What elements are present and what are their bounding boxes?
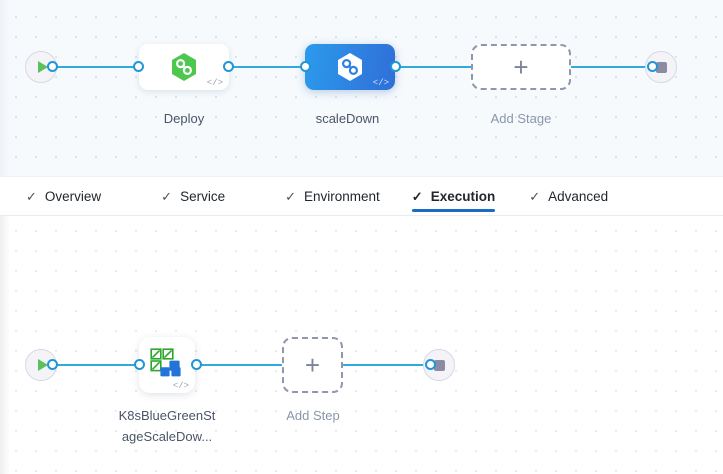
add-step-label: Add Step (286, 408, 340, 423)
plus-icon: + (513, 52, 529, 82)
stage-node-scaledown[interactable]: </> (305, 44, 395, 90)
check-icon: ✓ (411, 188, 423, 204)
execution-steps-canvas[interactable]: </> K8sBlueGreenSt ageScaleDow... + Add … (0, 216, 723, 474)
port-step-out[interactable] (191, 359, 202, 370)
port-steps-end-in[interactable] (425, 359, 436, 370)
step-label-line1: K8sBlueGreenSt (118, 408, 216, 423)
stage-node-deploy[interactable]: </> (139, 44, 229, 90)
check-icon: ✓ (285, 188, 296, 204)
tab-service[interactable]: ✓ Service (161, 177, 225, 215)
port-deploy-in[interactable] (133, 61, 144, 72)
tab-label-service: Service (180, 188, 226, 204)
stage-pipeline-canvas[interactable]: </> Deploy </> scaleDown + Add Stage (0, 0, 723, 176)
edge-deploy-to-scaledown (228, 66, 305, 68)
edge-start-to-step (48, 364, 140, 366)
tab-label-environment: Environment (304, 188, 380, 204)
stop-icon (655, 61, 667, 73)
harness-hexagon-white-icon (338, 53, 362, 81)
port-steps-start-out[interactable] (47, 359, 58, 370)
edge-step-to-addstep (196, 364, 282, 366)
tab-environment[interactable]: ✓ Environment (285, 177, 380, 215)
edge-addstage-to-end (570, 66, 652, 68)
port-scaledown-out[interactable] (390, 61, 401, 72)
stop-icon (433, 359, 445, 371)
tab-label-overview: Overview (44, 188, 102, 204)
edge-start-to-deploy (48, 66, 140, 68)
add-step-button[interactable]: + (282, 337, 343, 393)
add-stage-button[interactable]: + (471, 44, 571, 90)
port-step-in[interactable] (134, 359, 145, 370)
tab-execution[interactable]: ✓ Execution (411, 177, 496, 215)
step-node-k8s-bluegreen-scaledown[interactable]: </> (139, 337, 195, 393)
tab-overview[interactable]: ✓ Overview (26, 177, 101, 215)
step-label-line2: ageScaleDow... (121, 429, 213, 444)
play-icon (37, 359, 48, 371)
code-badge-icon: </> (372, 78, 389, 88)
stage-config-tabbar[interactable]: ✓ Overview ✓ Service ✓ Environment ✓ Exe… (0, 176, 723, 216)
port-scaledown-in[interactable] (300, 61, 311, 72)
edge-addstep-to-end (343, 364, 429, 366)
code-badge-icon: </> (172, 381, 189, 391)
k8s-bluegreen-squares-icon (150, 348, 181, 377)
stage-label-scaledown: scaleDown (315, 111, 380, 126)
tab-label-advanced: Advanced (548, 188, 609, 204)
port-deploy-out[interactable] (223, 61, 234, 72)
play-icon (37, 61, 48, 73)
plus-icon: + (304, 350, 321, 380)
code-badge-icon: </> (206, 78, 223, 88)
edge-scaledown-to-addstage (396, 66, 472, 68)
check-icon: ✓ (161, 188, 173, 204)
harness-hexagon-green-icon (172, 53, 196, 81)
tab-label-execution: Execution (430, 188, 496, 204)
add-stage-label: Add Stage (490, 111, 552, 126)
check-icon: ✓ (529, 188, 541, 204)
check-icon: ✓ (26, 188, 37, 204)
stage-label-deploy: Deploy (163, 111, 205, 126)
tab-advanced[interactable]: ✓ Advanced (529, 177, 608, 215)
tab-underline (411, 209, 496, 212)
port-end-in[interactable] (647, 61, 658, 72)
port-start-out[interactable] (47, 61, 58, 72)
